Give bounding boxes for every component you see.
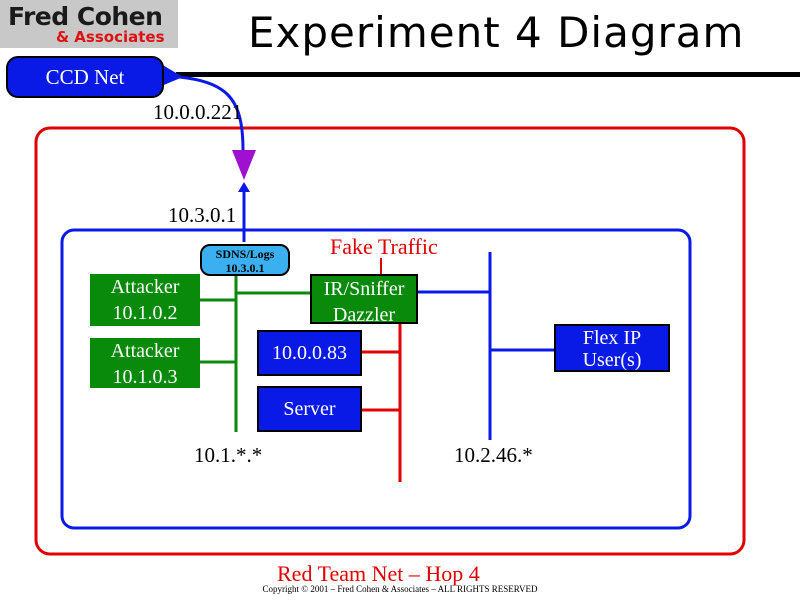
copyright-footer: Copyright © 2001 – Fred Cohen & Associat… — [262, 584, 538, 594]
attacker-node-2: Attacker 10.1.0.3 — [90, 338, 200, 388]
ir-sniffer-dazzler-node: IR/Sniffer Dazzler — [310, 274, 418, 326]
attacker-2-name: Attacker — [110, 340, 180, 362]
ccd-net-node: CCD Net — [6, 56, 164, 98]
flex-ip-users: User(s) — [582, 349, 642, 371]
red-team-net-boundary — [34, 126, 746, 556]
ip-label-301: 10.3.0.1 — [168, 203, 237, 227]
fake-traffic-label: Fake Traffic — [330, 234, 438, 259]
server-node: Server — [257, 386, 362, 432]
sdns-logs-ip: 10.3.0.1 — [225, 261, 265, 275]
attacker-node-1: Attacker 10.1.0.2 — [90, 274, 200, 326]
flex-ip-name: Flex IP — [582, 327, 642, 349]
sdns-logs-name: SDNS/Logs — [215, 247, 275, 261]
ccd-link-line — [151, 59, 245, 151]
sniffer-name: IR/Sniffer — [323, 278, 405, 300]
title-rule — [176, 72, 800, 77]
logo-background — [0, 0, 178, 48]
router-down-arrowhead — [238, 182, 250, 192]
attacker-1-name: Attacker — [110, 276, 180, 298]
blue-net-boundary — [60, 228, 692, 530]
subnet-label-10-1: 10.1.*.* — [194, 443, 263, 467]
attacker-1-ip: 10.1.0.2 — [112, 302, 178, 324]
host-10-0-0-83-node: 10.0.0.83 — [257, 330, 362, 376]
logo-associates: & Associates — [56, 28, 165, 46]
subnet-label-10-2-46: 10.2.46.* — [454, 443, 533, 467]
logo-name: Fred Cohen — [8, 2, 163, 31]
dazzler-name: Dazzler — [332, 304, 396, 326]
page-title: Experiment 4 Diagram — [248, 8, 745, 57]
router-triangle — [232, 150, 256, 180]
flex-ip-users-node: Flex IP User(s) — [554, 324, 670, 372]
red-team-net-caption: Red Team Net – Hop 4 — [277, 561, 480, 586]
ip-label-221: 10.0.0.221 — [153, 100, 243, 124]
sdns-logs-node: SDNS/Logs 10.3.0.1 — [200, 244, 290, 276]
attacker-2-ip: 10.1.0.3 — [112, 366, 178, 388]
